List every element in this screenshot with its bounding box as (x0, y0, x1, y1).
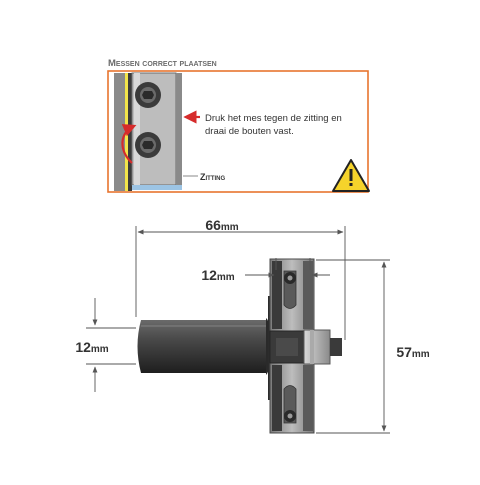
inset-panel: Messen correct plaatsen (107, 58, 370, 193)
screw-icon (135, 82, 161, 108)
dim-shank-diameter-label: 12mm (75, 339, 108, 355)
bearing (303, 329, 342, 365)
seat-label: Zitting (200, 172, 225, 182)
dimension-lines (86, 226, 390, 434)
router-bit-drawing (137, 258, 342, 434)
warning-triangle-icon (332, 159, 370, 192)
seat-strip (114, 73, 132, 191)
knife-upper (269, 258, 315, 332)
seat-reference (132, 185, 182, 190)
dim-overall-diameter-label: 57mm (396, 344, 429, 360)
rotate-arrow-icon (121, 124, 137, 164)
dim-cutting-height-label: 12mm (201, 267, 234, 283)
dim-overall-width-label: 66mm (205, 217, 238, 233)
instruction-line-2: draai de bouten vast. (205, 126, 294, 137)
inset-heading: Messen correct plaatsen (108, 58, 217, 69)
shank (137, 320, 266, 373)
instruction-line-1: Druk het mes tegen de zitting en (205, 113, 342, 124)
screw-icon (135, 132, 161, 158)
knife-lower (269, 362, 315, 434)
